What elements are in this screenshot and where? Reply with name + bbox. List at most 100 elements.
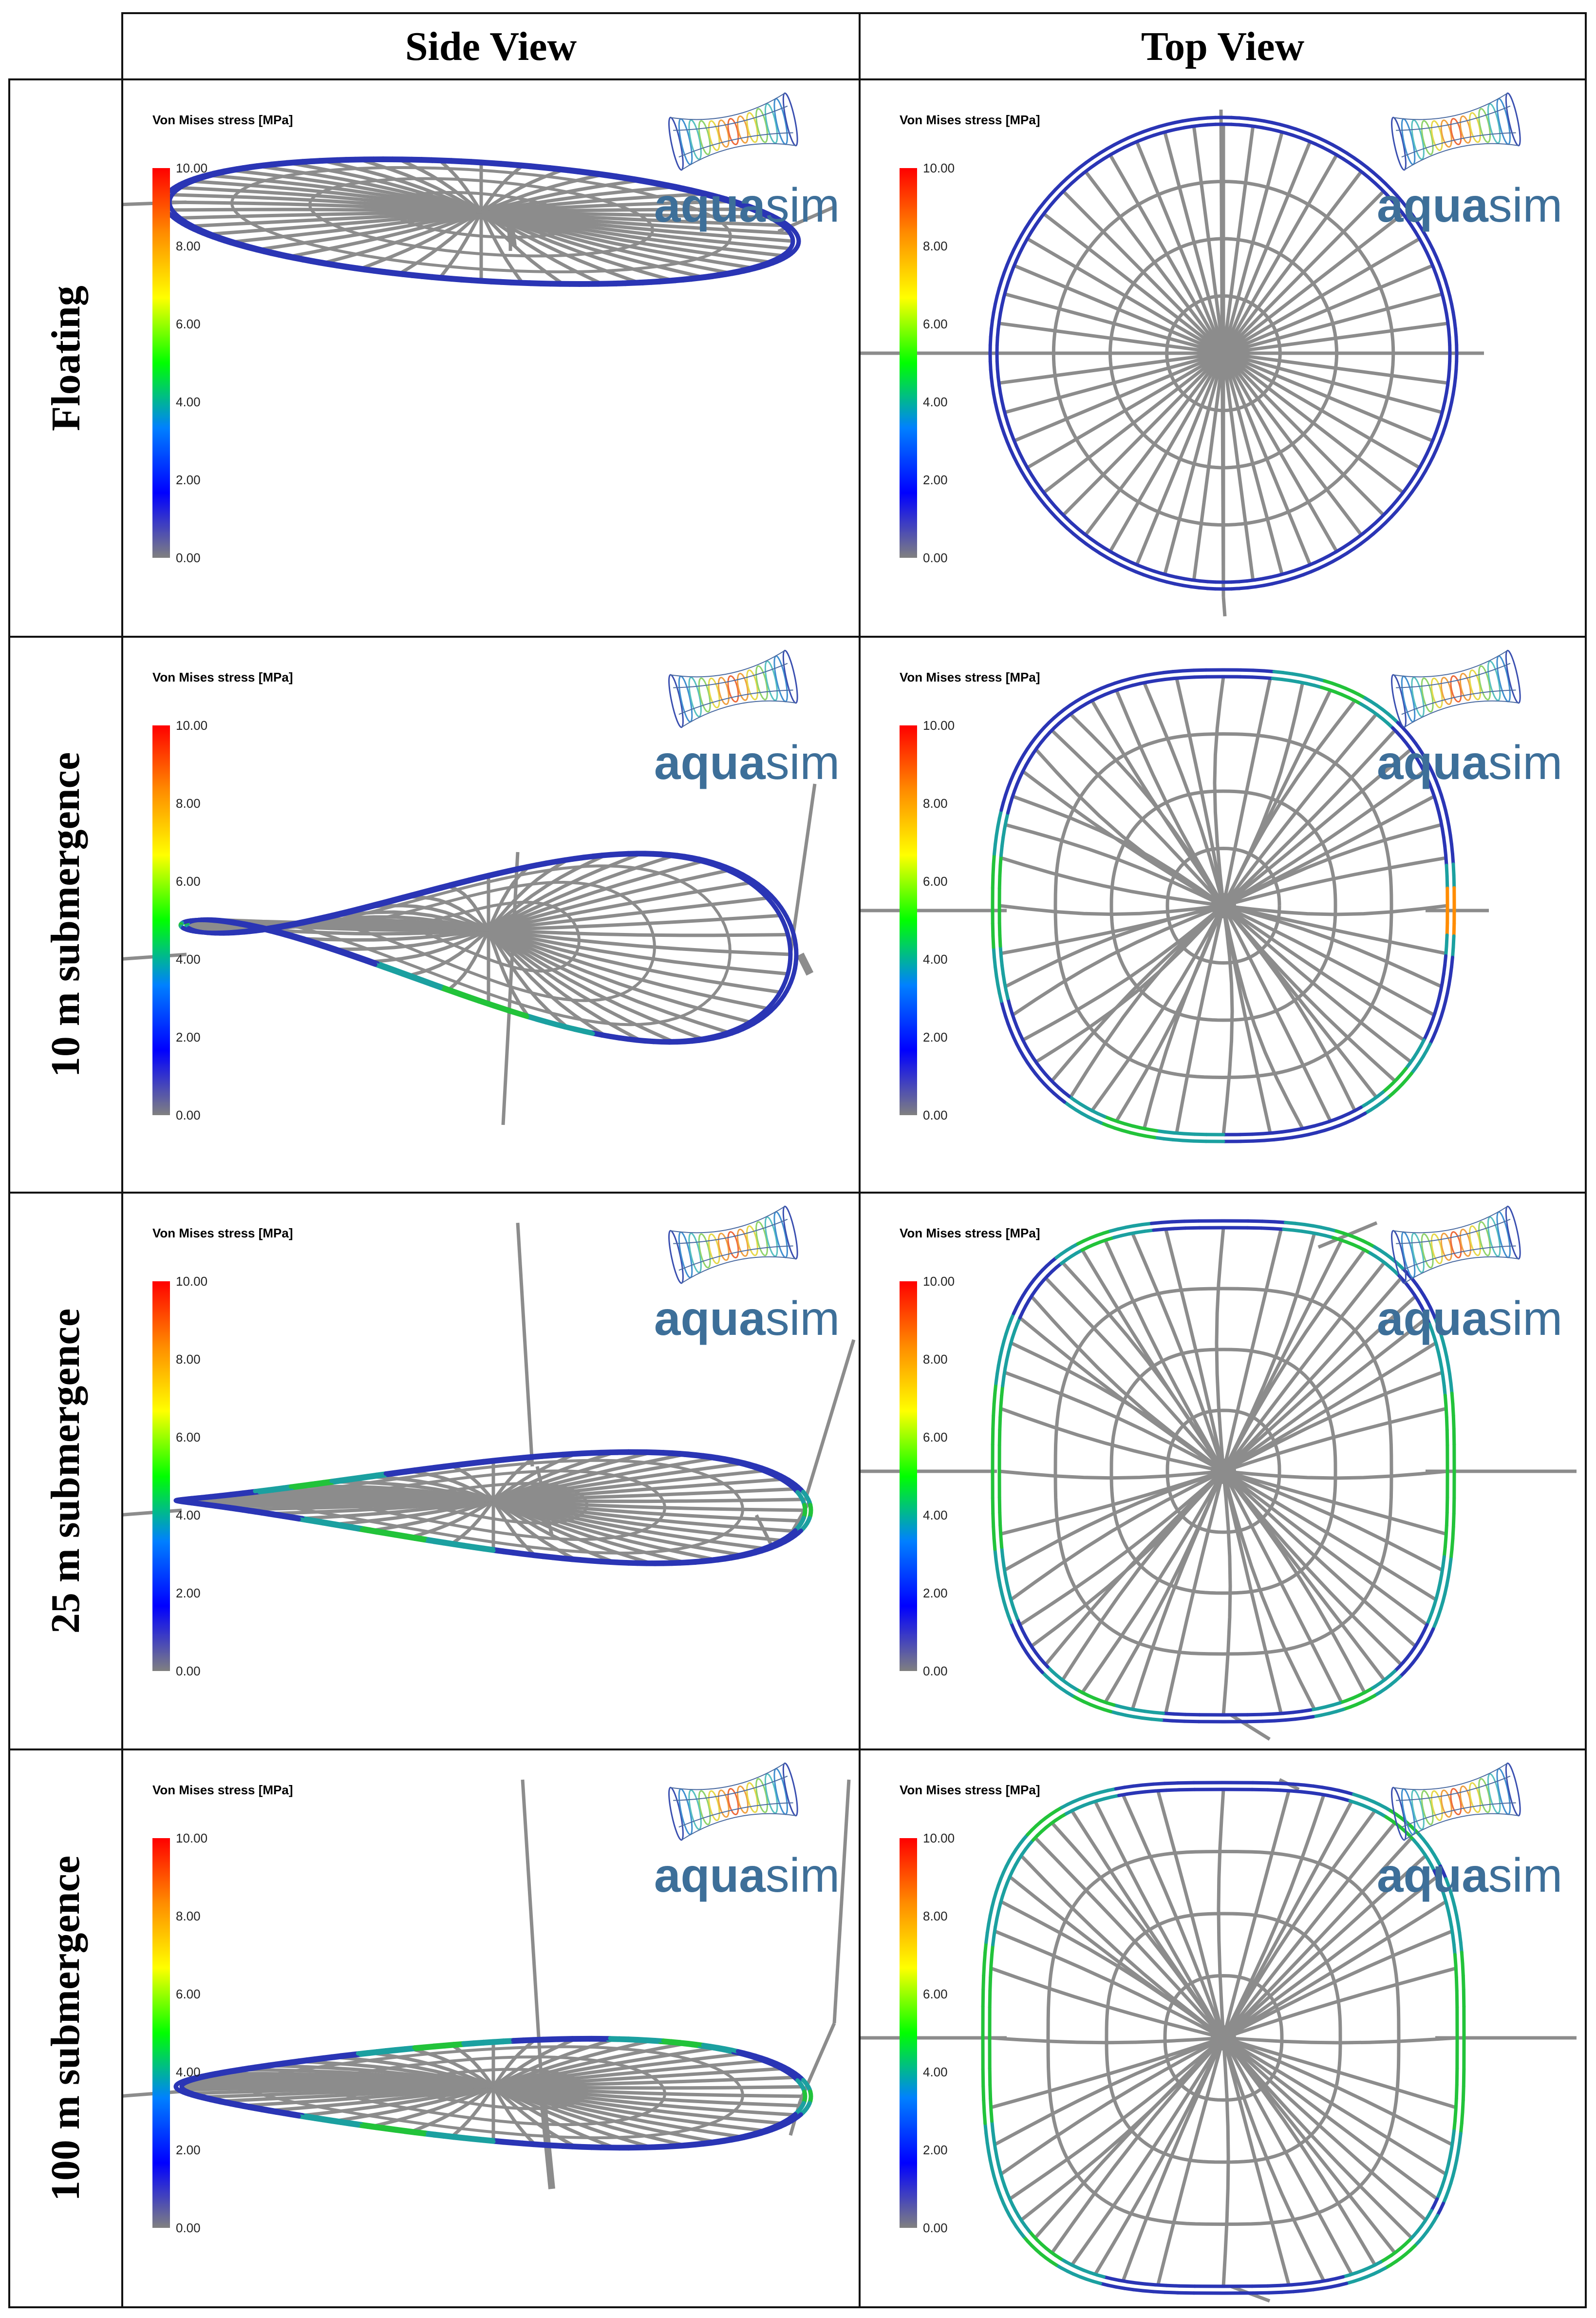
colorbar-tick-label: 4.00: [923, 1508, 948, 1522]
net-ring-segment: [1164, 2283, 1181, 2288]
net-ring-segment: [997, 921, 1002, 937]
net-ring-segment: [1445, 863, 1449, 878]
net-radial-line: [1222, 1900, 1447, 2039]
net-ring-segment: [1170, 1219, 1186, 1224]
colorbar: [900, 725, 917, 1115]
net-ring-segment: [982, 2110, 987, 2125]
aquasim-logo: aquasim: [1377, 649, 1562, 789]
colorbar-tick-label: 2.00: [923, 473, 948, 487]
net-side-view: [123, 783, 817, 1125]
net-radial-line: [1222, 713, 1378, 907]
net-inner-ring: [1105, 1912, 1342, 2164]
net-radial-line: [1090, 700, 1225, 907]
net-radial-line: [1222, 1341, 1437, 1473]
net-radial-line: [1081, 1249, 1225, 1472]
net-ring-segment: [1259, 1226, 1275, 1231]
net-radial-line: [488, 854, 673, 932]
net-radial-line: [1034, 748, 1224, 907]
colorbar-tick-label: 8.00: [176, 239, 201, 253]
net-radial-line: [480, 210, 672, 282]
net-ring-segment: [983, 2121, 988, 2135]
net-ring-segment: [1278, 1788, 1294, 1793]
net-radial-line: [487, 929, 529, 1017]
net-ring-segment: [1445, 933, 1449, 948]
net-ring-segment: [1239, 1132, 1254, 1137]
net-inner-ring: [1051, 179, 1395, 527]
net-radial-line: [412, 2085, 495, 2133]
net-radial-line: [488, 881, 751, 932]
net-radial-line: [488, 859, 703, 932]
colorbar: [900, 1838, 917, 2228]
simulation-render: Von Mises stress [MPa]10.008.006.004.002…: [861, 649, 1562, 1143]
colorbar-tick-label: 4.00: [176, 395, 201, 409]
net-radial-line: [994, 1929, 1224, 2040]
colorbar-tick-label: 10.00: [176, 718, 207, 733]
net-radial-line: [1010, 1341, 1225, 1473]
aquasim-wordmark: aquasim: [1377, 178, 1562, 232]
aquasim-wordmark: aquasim: [654, 1292, 840, 1345]
net-ring-segment: [992, 852, 996, 866]
stress-legend: Von Mises stress [MPa]10.008.006.004.002…: [900, 670, 1040, 1122]
colorbar-tick-label: 8.00: [176, 1352, 201, 1367]
net-radial-line: [493, 1499, 741, 1557]
row-label-floating: Floating: [43, 285, 89, 431]
net-ring-segment: [988, 2083, 993, 2100]
net-radial-line: [233, 169, 482, 214]
net-radial-line: [361, 210, 482, 270]
stress-legend: Von Mises stress [MPa]10.008.006.004.002…: [900, 113, 1040, 565]
net-radial-line: [1009, 2036, 1225, 2201]
net-radial-line: [1222, 1261, 1386, 1473]
net-ring-segment: [999, 1535, 1004, 1549]
net-ring-segment: [981, 1974, 986, 1992]
net-ring-segment: [1443, 1535, 1448, 1549]
header-top-view: Top View: [1141, 23, 1305, 69]
mooring-line: [832, 1779, 851, 2024]
colorbar-tick-label: 2.00: [923, 1030, 948, 1045]
net-radial-line: [488, 928, 768, 1010]
net-ring-segment: [1450, 1391, 1455, 1406]
net-radial-line: [1221, 905, 1332, 1122]
net-ring-segment: [1460, 2110, 1465, 2125]
legend-title: Von Mises stress [MPa]: [152, 113, 293, 127]
colorbar-tick-label: 10.00: [176, 1831, 207, 1845]
header-side-view: Side View: [405, 23, 577, 69]
mooring-line: [521, 1779, 544, 2092]
aquasim-logo: aquasim: [654, 92, 840, 232]
colorbar-tick-label: 0.00: [176, 2221, 201, 2235]
net-inner-ring: [320, 1469, 666, 1541]
net-ring-segment: [981, 2084, 986, 2102]
net-radial-line: [1217, 1789, 1225, 2038]
legend-title: Von Mises stress [MPa]: [900, 1783, 1040, 1797]
net-ring-segment: [1271, 1711, 1286, 1716]
net-radial-line: [488, 928, 788, 937]
net-radial-line: [1221, 1471, 1316, 1710]
net-ring-segment: [1181, 1139, 1196, 1143]
aquasim-mesh-icon: [668, 1762, 798, 1841]
net-inner-ring: [1108, 237, 1338, 470]
aquasim-wordmark: aquasim: [654, 1848, 840, 1902]
colorbar: [900, 168, 917, 558]
net-ring-segment: [1459, 1940, 1464, 1955]
aquasim-wordmark: aquasim: [654, 736, 840, 789]
net-radial-line: [479, 211, 524, 284]
net-hub: [1211, 2025, 1236, 2051]
mooring-line: [798, 2022, 836, 2102]
net-ring-segment: [997, 1495, 1002, 1515]
net-radial-line: [493, 2052, 741, 2089]
simulation-render: Von Mises stress [MPa]10.008.006.004.002…: [861, 92, 1562, 617]
colorbar-tick-label: 2.00: [176, 473, 201, 487]
net-radial-line: [373, 928, 489, 964]
colorbar-tick-label: 8.00: [923, 796, 948, 811]
net-radial-line: [488, 928, 751, 1024]
net-ring-segment: [998, 1523, 1003, 1539]
net-radial-line: [488, 929, 703, 1041]
table-rule-3: [8, 1192, 1587, 1194]
stress-legend: Von Mises stress [MPa]10.008.006.004.002…: [900, 1783, 1040, 2235]
aquasim-wordmark: aquasim: [1377, 1848, 1562, 1902]
colorbar-tick-label: 2.00: [923, 2143, 948, 2157]
aquasim-logo: aquasim: [654, 1762, 840, 1902]
net-radial-line: [492, 2039, 650, 2089]
